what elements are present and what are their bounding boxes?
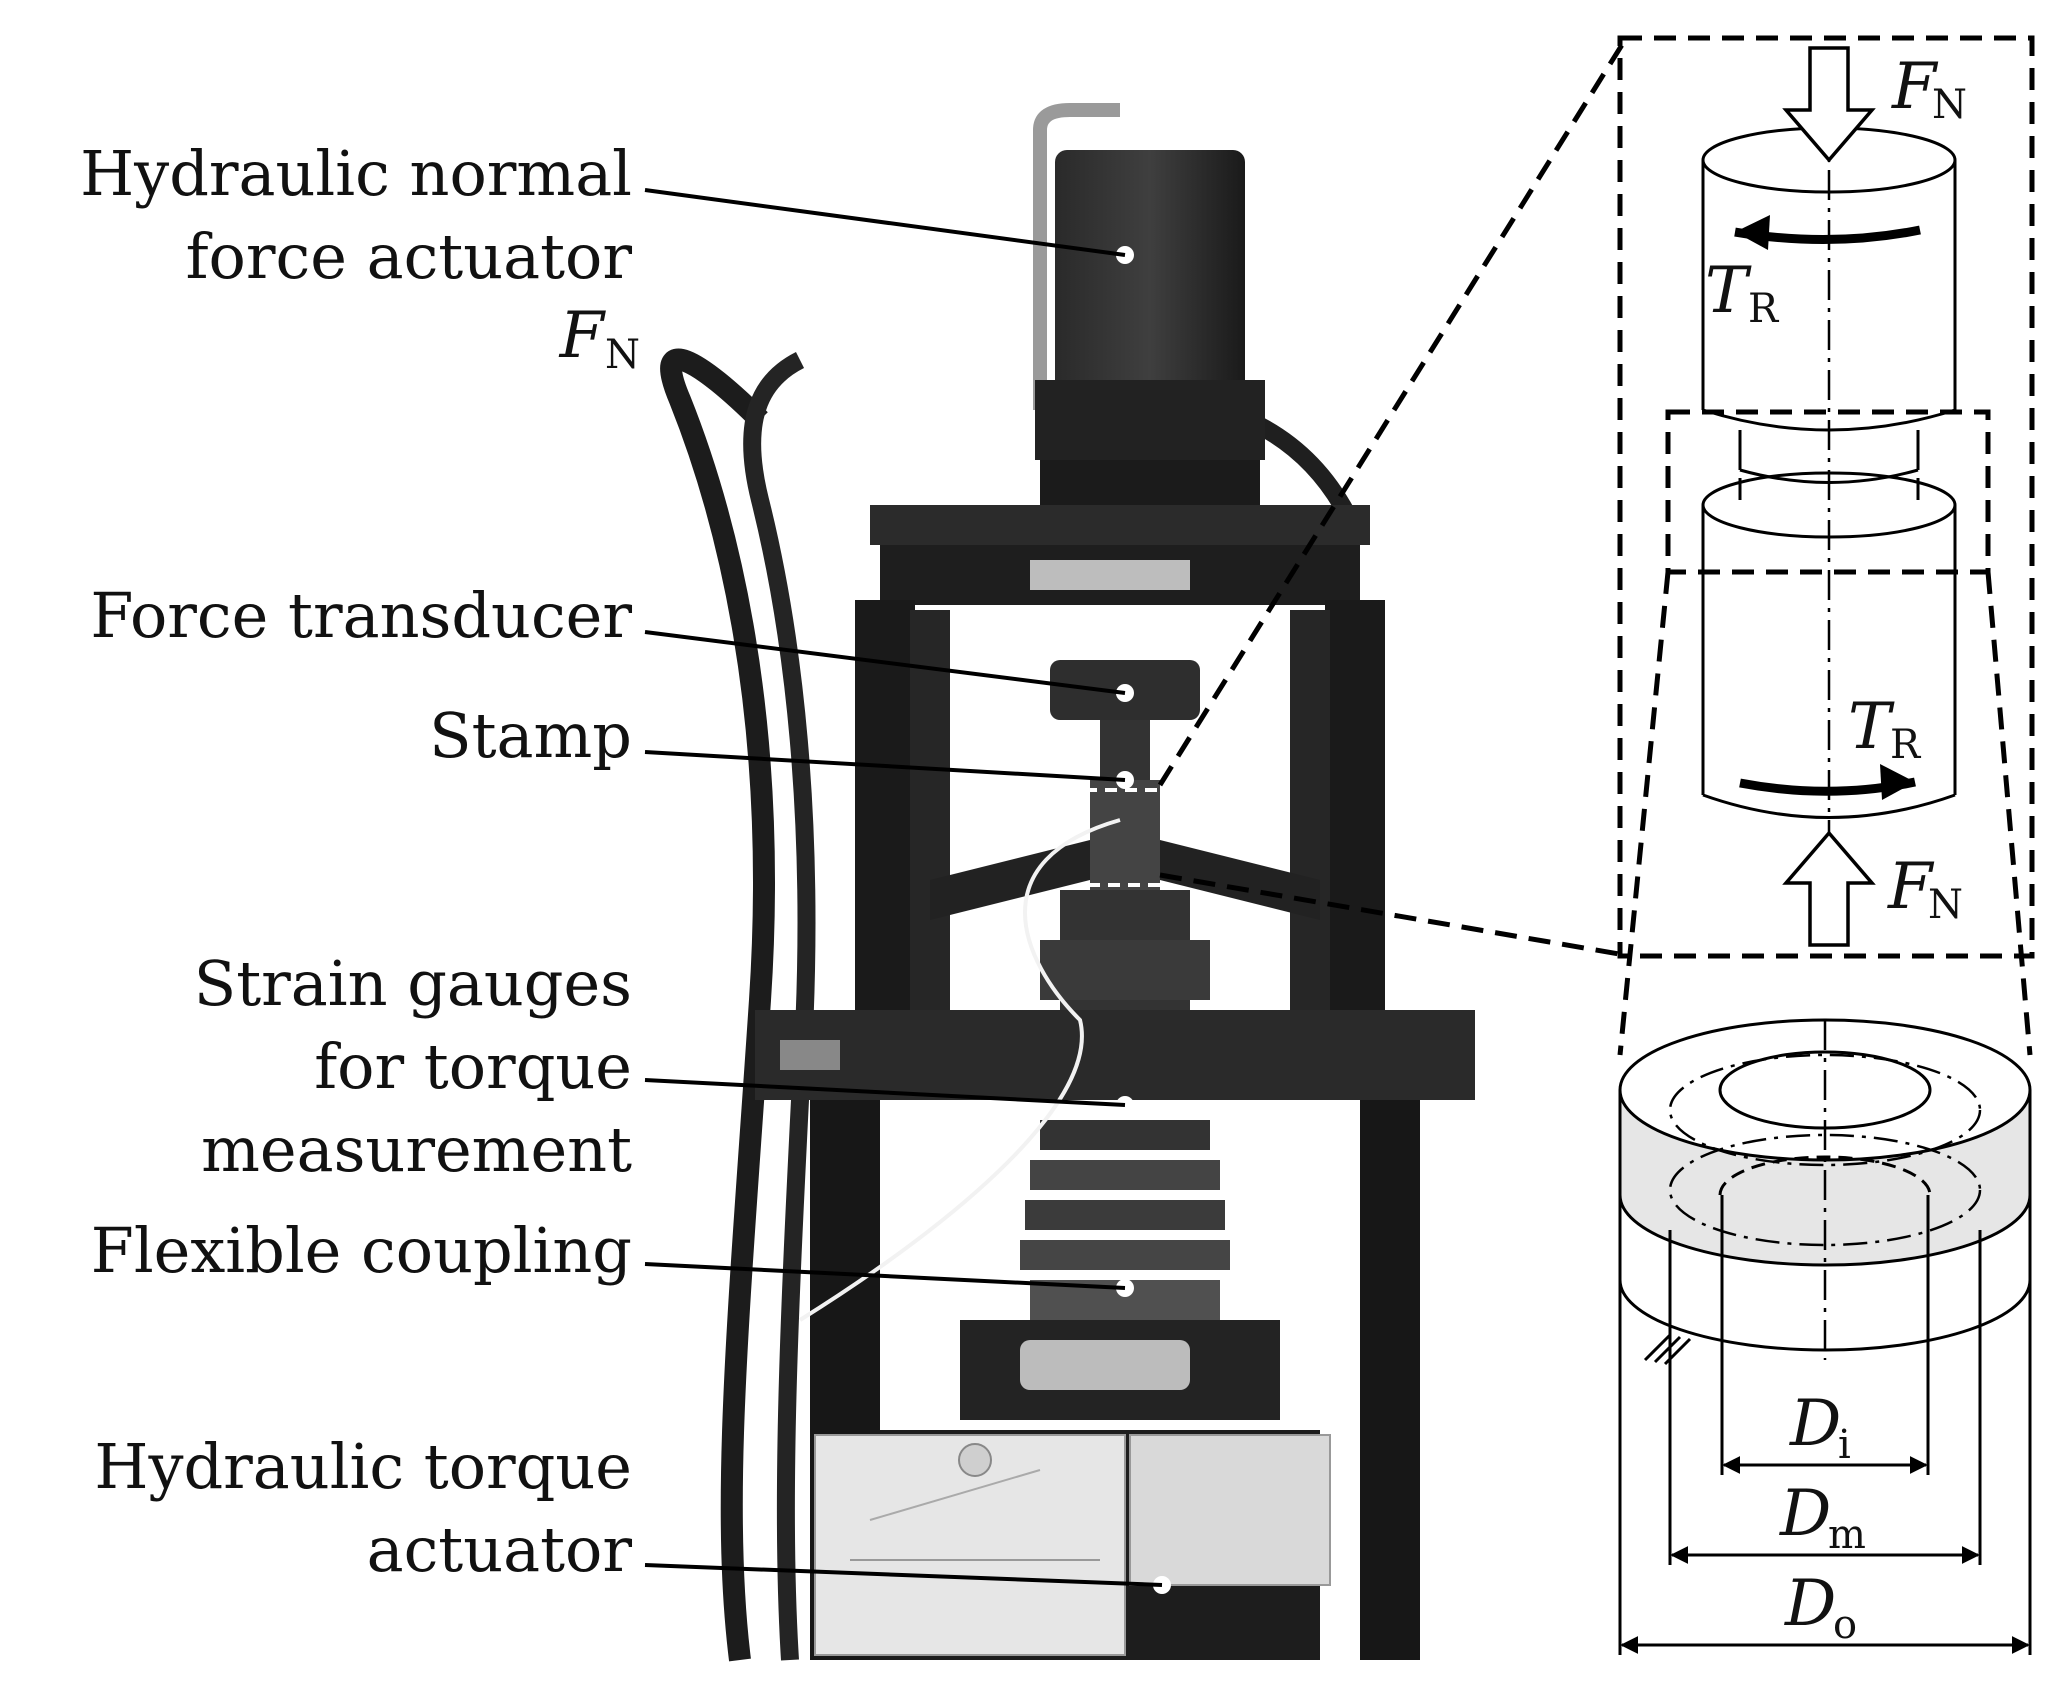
label-normal-actuator-line1: Hydraulic normal xyxy=(80,137,632,210)
label-strain-gauges-line3: measurement xyxy=(201,1113,632,1186)
stamp-body xyxy=(1090,780,1160,890)
detail-force-bottom-sub: N xyxy=(1928,882,1963,928)
label-normal-actuator-line2: force actuator xyxy=(186,220,633,293)
hydraulic-hose xyxy=(660,348,775,1662)
detail-torque-bottom-sub: R xyxy=(1890,722,1922,768)
label-flexible-coupling: Flexible coupling xyxy=(91,1214,632,1287)
dim-mean-symbol: D xyxy=(1779,1477,1831,1551)
label-torque-actuator-line2: actuator xyxy=(367,1513,633,1586)
detail-force-bottom-symbol: F xyxy=(1887,850,1935,924)
dim-mean-sub: m xyxy=(1828,1512,1866,1558)
dim-inner-sub: i xyxy=(1838,1422,1851,1468)
test-rig-photo xyxy=(660,103,1475,1662)
rig-table xyxy=(755,1010,1475,1100)
dimension-extension-lines xyxy=(1618,1195,2032,1655)
label-force-transducer: Force transducer xyxy=(90,579,632,652)
hydraulic-pipe xyxy=(1033,103,1120,410)
detail-torque-top-symbol: T xyxy=(1705,254,1752,328)
label-force-sub: N xyxy=(605,332,640,378)
specimen-highlight xyxy=(1083,788,1167,887)
zoom-connectors xyxy=(1157,38,1628,958)
detail-torque-bottom-symbol: T xyxy=(1848,690,1895,764)
label-torque-actuator-line1: Hydraulic torque xyxy=(94,1430,632,1503)
detail-force-top-sub: N xyxy=(1932,82,1967,128)
label-stamp: Stamp xyxy=(429,699,632,772)
ring-specimen xyxy=(1618,1018,2032,1366)
label-strain-gauges-line1: Strain gauges xyxy=(194,947,632,1020)
upper-frame-plate xyxy=(870,505,1370,545)
detail-torque-top-sub: R xyxy=(1748,286,1780,332)
flexible-coupling-body xyxy=(1020,1120,1230,1320)
detail-box xyxy=(1617,35,2035,959)
ring-zoom-connectors xyxy=(1617,571,2033,1056)
label-force-symbol: F xyxy=(559,299,607,373)
normal-force-arrow-bottom xyxy=(1782,830,1876,947)
label-strain-gauges-line2: for torque xyxy=(314,1030,632,1103)
normal-force-arrow-top xyxy=(1782,46,1876,163)
detail-force-top-symbol: F xyxy=(1891,50,1939,124)
dim-outer-sub: o xyxy=(1833,1602,1857,1648)
dim-outer-symbol: D xyxy=(1784,1567,1836,1641)
leader-lines xyxy=(644,188,1163,1587)
hydraulic-hose xyxy=(743,351,816,1661)
dim-inner-symbol: D xyxy=(1789,1387,1841,1461)
